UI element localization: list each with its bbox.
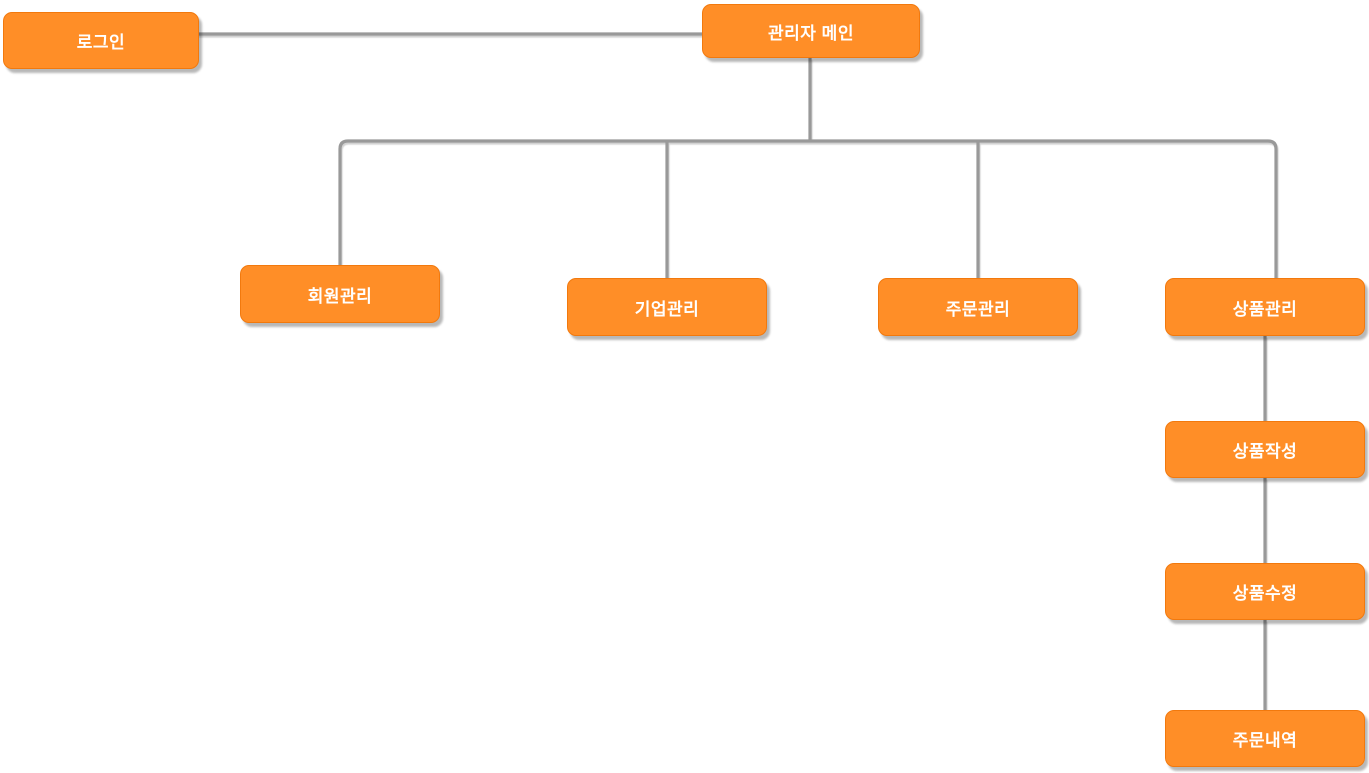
node-product-edit: 상품수정: [1165, 563, 1365, 620]
connector-lines: [198, 32, 1278, 711]
node-product-mgmt: 상품관리: [1165, 278, 1365, 336]
node-login: 로그인: [3, 12, 199, 69]
node-order-mgmt: 주문관리: [878, 278, 1078, 336]
node-product-create: 상품작성: [1165, 421, 1365, 478]
node-admin-main: 관리자 메인: [702, 4, 920, 58]
node-company-mgmt: 기업관리: [567, 278, 767, 336]
node-member-mgmt: 회원관리: [240, 265, 440, 323]
edge-branch-member-to-product: [338, 139, 1278, 280]
node-order-history: 주문내역: [1165, 710, 1365, 767]
